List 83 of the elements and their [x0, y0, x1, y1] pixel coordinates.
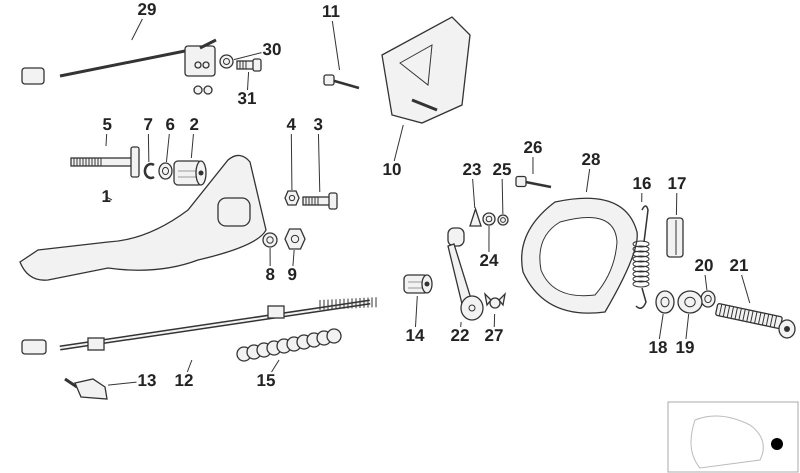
- circlip: [142, 162, 156, 180]
- leader-line: [460, 322, 462, 328]
- callout-number: 10: [382, 161, 402, 179]
- leader-line: [108, 382, 137, 386]
- callout-number: 15: [256, 372, 276, 390]
- adjuster-bolt: [713, 303, 797, 339]
- callout-number: 19: [674, 339, 696, 357]
- leader-line: [641, 192, 642, 202]
- plate: [469, 208, 482, 228]
- leader-line: [318, 134, 320, 192]
- callout-number: 5: [102, 116, 113, 134]
- leader-line: [186, 360, 192, 372]
- washer: [497, 214, 509, 226]
- callout-number: 22: [450, 327, 470, 345]
- callout-number: 18: [648, 339, 668, 357]
- callout-number: 31: [236, 90, 258, 108]
- washer: [262, 232, 278, 248]
- washer: [655, 290, 675, 314]
- leader-line: [414, 296, 418, 328]
- washer: [219, 54, 234, 69]
- leader-line: [166, 134, 170, 162]
- sleeve: [402, 272, 434, 296]
- leader-line: [106, 196, 112, 200]
- callout-number: 8: [264, 266, 276, 284]
- callout-number: 4: [286, 116, 297, 134]
- callout-number: 2: [188, 116, 200, 134]
- callout-number: 25: [492, 161, 512, 179]
- hex-nut: [284, 228, 306, 250]
- leader-line: [292, 250, 295, 266]
- callout-number: 26: [522, 139, 544, 157]
- leader-line: [105, 134, 108, 146]
- leader-line: [394, 124, 404, 162]
- pivot-bolt: [70, 146, 140, 178]
- leader-line: [658, 314, 664, 340]
- washer: [482, 212, 496, 226]
- leader-line: [247, 72, 250, 90]
- leader-line: [704, 274, 708, 290]
- leader-line: [676, 192, 678, 216]
- leader-line: [586, 168, 590, 192]
- callout-number: 9: [286, 266, 298, 284]
- leader-line: [270, 248, 271, 266]
- callout-number: 27: [484, 327, 504, 345]
- bolt: [236, 58, 262, 72]
- leader-line: [190, 134, 194, 158]
- screw: [515, 174, 551, 189]
- callout-number: 6: [164, 116, 176, 134]
- callout-number: 13: [136, 372, 158, 390]
- callout-number: 23: [462, 161, 482, 179]
- leader-line: [290, 134, 292, 190]
- callout-number: 14: [404, 327, 426, 345]
- callout-number: 16: [632, 175, 652, 193]
- callout-number: 11: [321, 3, 341, 21]
- callout-number: 28: [580, 151, 602, 169]
- callout-number: 3: [312, 116, 324, 134]
- switch-with-cable: [20, 40, 216, 94]
- callout-number: 1: [100, 188, 112, 206]
- leader-line: [741, 274, 750, 304]
- ring: [158, 162, 173, 180]
- callout-number: 20: [694, 257, 714, 275]
- callout-number: 21: [728, 257, 750, 275]
- leader-line: [234, 52, 262, 60]
- bushing: [172, 158, 208, 188]
- callout-number: 7: [142, 116, 154, 134]
- leader-line: [332, 20, 340, 70]
- leader-line: [494, 314, 496, 328]
- hex-nut: [284, 190, 300, 206]
- callout-number: 17: [666, 175, 688, 193]
- callout-number: 12: [174, 372, 194, 390]
- leader-line: [472, 178, 476, 208]
- leader-line: [271, 360, 280, 372]
- leader-line: [131, 18, 143, 40]
- leader-line: [488, 226, 490, 252]
- callout-number: 24: [478, 252, 500, 270]
- washer: [677, 290, 703, 314]
- leader-line: [685, 314, 690, 340]
- callout-number: 30: [262, 41, 282, 59]
- leader-line: [532, 156, 534, 174]
- cable-clip: [63, 375, 108, 400]
- leader-line: [502, 178, 504, 214]
- rubber-boot: [236, 328, 342, 360]
- bolt: [302, 192, 338, 210]
- leader-line: [148, 134, 150, 162]
- callout-number: 29: [136, 1, 158, 19]
